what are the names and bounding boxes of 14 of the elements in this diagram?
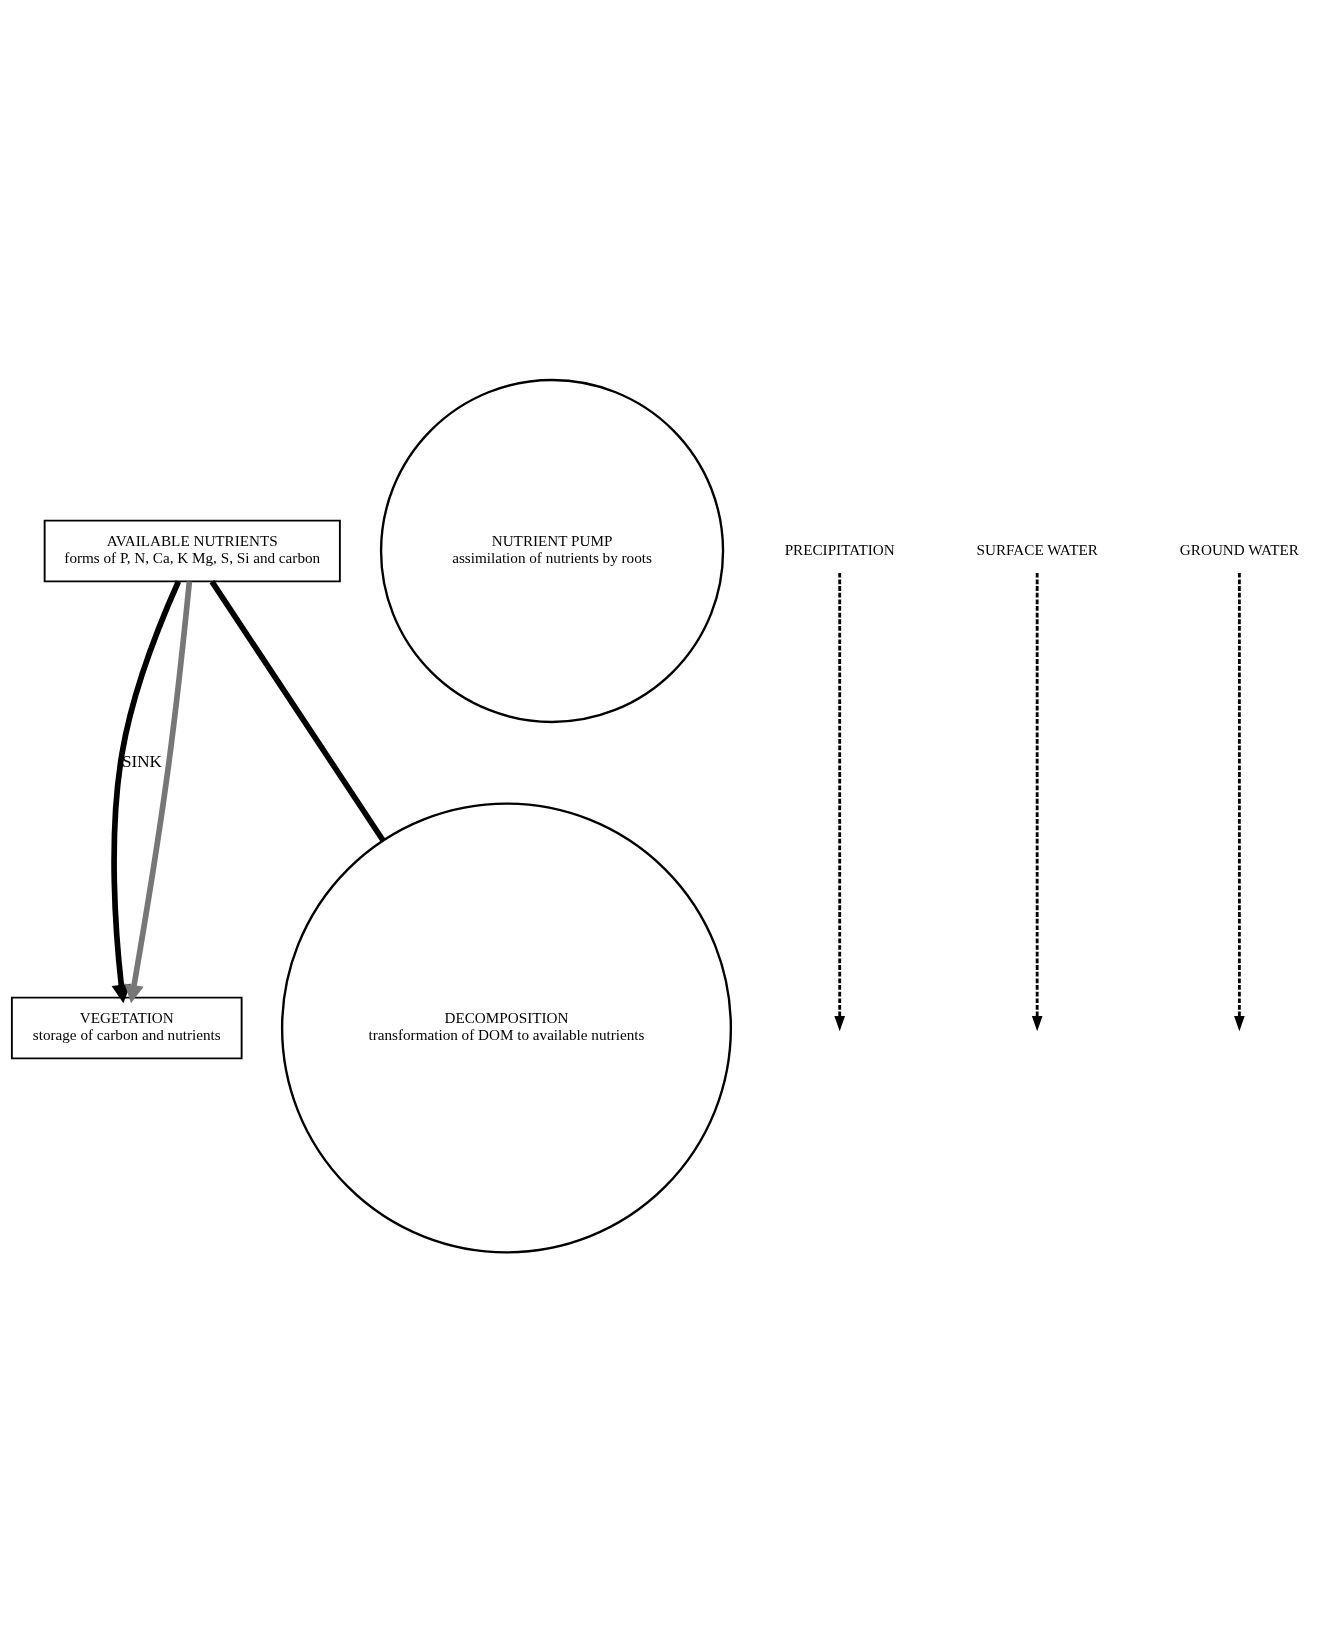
arrow xyxy=(1031,572,1043,1032)
arrow xyxy=(124,581,193,1004)
node-text: GROUND WATER xyxy=(1179,540,1299,558)
node-circle: DECOMPOSITION transformation of DOM to available nutrients xyxy=(280,802,733,1254)
node-box: VEGETATION storage of carbon and nutrients xyxy=(10,996,243,1060)
arrow xyxy=(111,580,182,1004)
arrow xyxy=(834,572,846,1032)
node-text: PRECIPITATION xyxy=(784,540,895,558)
node-text: SURFACE WATER xyxy=(976,540,1098,558)
node-circle: NUTRIENT PUMP assimilation of nutrients by roots xyxy=(379,378,725,724)
edge-label: SINK xyxy=(122,752,162,772)
connector xyxy=(209,580,386,843)
arrow xyxy=(1234,572,1245,1032)
node-box: AVAILABLE NUTRIENTS forms of P, N, Ca, K Mg, S, Si and carbon xyxy=(43,519,341,583)
